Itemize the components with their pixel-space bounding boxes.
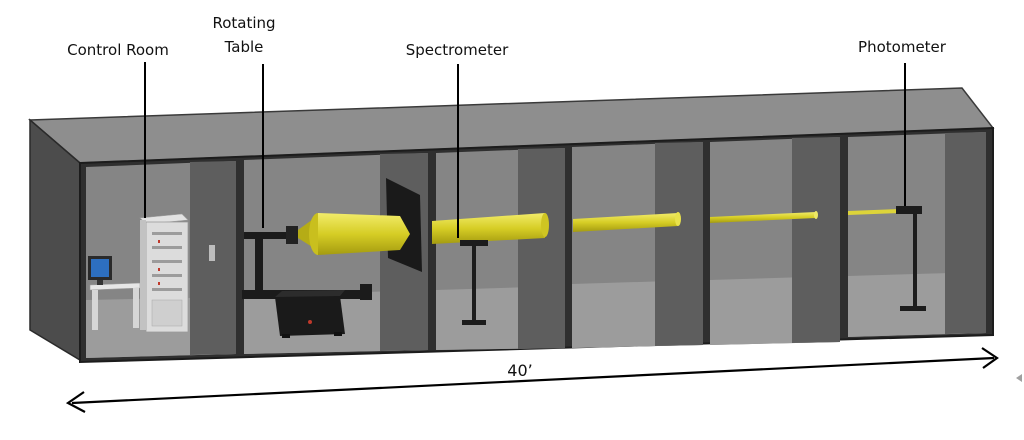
rotating-table-rig bbox=[242, 226, 372, 338]
tunnel-left-face bbox=[29, 118, 81, 362]
arrowhead-right bbox=[981, 347, 999, 369]
length-dimension-arrow bbox=[65, 347, 999, 413]
label-spectrometer: Spectrometer bbox=[406, 41, 509, 59]
spectrometer-stand bbox=[460, 240, 488, 325]
equipment-rack bbox=[139, 213, 189, 333]
arrowhead-left bbox=[65, 391, 86, 413]
bay-4 bbox=[572, 142, 703, 348]
label-rotating-table-line2: Table bbox=[224, 38, 264, 56]
bay-5 bbox=[710, 137, 840, 345]
length-dimension-label: 40’ bbox=[507, 361, 532, 380]
photometer-stand bbox=[896, 206, 926, 311]
label-photometer: Photometer bbox=[858, 38, 947, 56]
bay-3-spectrometer bbox=[436, 148, 565, 350]
label-rotating-table-line1: Rotating bbox=[212, 14, 275, 32]
edge-mark bbox=[1016, 374, 1022, 382]
label-control-room: Control Room bbox=[67, 41, 169, 59]
leader-lines bbox=[144, 62, 906, 238]
light-beam bbox=[298, 209, 900, 255]
computer-monitor bbox=[88, 256, 112, 285]
bay-1-control-room bbox=[86, 161, 236, 358]
